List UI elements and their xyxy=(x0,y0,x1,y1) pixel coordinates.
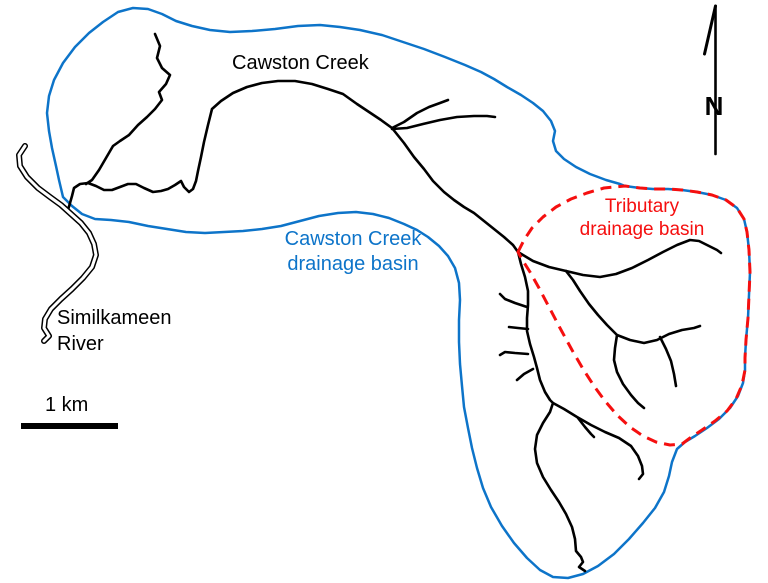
basin-name-label: Cawston Creek drainage basin xyxy=(283,227,423,277)
north-arrow-barb xyxy=(703,4,717,56)
tributary-sub-branch xyxy=(658,335,678,388)
tributary-basin-label: Tributary drainage basin xyxy=(577,195,707,241)
southeast-branch-stub xyxy=(576,416,596,439)
stem-twig-2 xyxy=(507,325,530,331)
tributary-south-arm xyxy=(612,333,646,410)
tributary-basin-outline xyxy=(516,184,752,447)
scale-bar xyxy=(21,423,118,429)
stem-twig-4 xyxy=(515,367,535,382)
upper-branch-b xyxy=(390,114,497,131)
north-arrow-icon xyxy=(703,4,717,156)
tributary-label-line1: Tributary xyxy=(604,196,680,217)
stem-twig-3 xyxy=(498,350,530,357)
creek-name-label: Cawston Creek xyxy=(232,52,369,74)
cawston-basin-outline xyxy=(45,6,752,580)
tributary-north-branch xyxy=(516,238,723,279)
scale-label: 1 km xyxy=(45,394,89,416)
river-inner-core xyxy=(17,144,98,343)
stream-network xyxy=(66,32,723,573)
north-label: N xyxy=(704,91,724,121)
cawston-creek-main-stem xyxy=(66,79,587,573)
basin-name-line2: drainage basin xyxy=(287,253,419,275)
tributary-label-line2: drainage basin xyxy=(579,219,705,240)
tributary-middle-branch xyxy=(564,269,702,345)
north-tributary xyxy=(84,32,172,186)
southeast-branch xyxy=(551,401,645,481)
similkameen-river-line xyxy=(16,143,99,344)
river-name-label: Similkameen River xyxy=(57,305,171,357)
basin-name-line1: Cawston Creek xyxy=(284,228,422,250)
upper-branch-a xyxy=(390,98,450,130)
river-name-line1: Similkameen xyxy=(57,307,172,329)
stem-twig-1 xyxy=(498,292,529,309)
river-name-line2: River xyxy=(57,333,104,355)
